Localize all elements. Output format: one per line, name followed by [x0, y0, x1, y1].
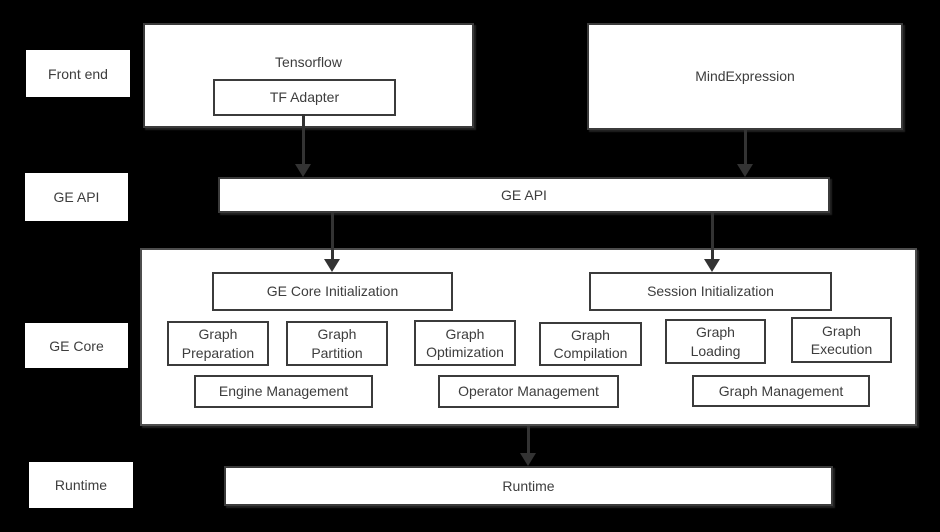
runtime-bar: Runtime	[224, 466, 833, 506]
ge-api-bar: GE API	[218, 177, 830, 213]
mind-expression-box: MindExpression	[587, 23, 903, 130]
tensorflow-box: Tensorflow TF Adapter	[143, 23, 474, 128]
layer-label-ge-core: GE Core	[25, 323, 128, 368]
arrow-ge-api-to-session-initialization-icon	[704, 213, 720, 272]
graph-execution-box: Graph Execution	[791, 317, 892, 363]
layer-label-front-end: Front end	[26, 50, 130, 97]
arrow-mind-expression-to-ge-api-icon	[737, 130, 753, 177]
arrow-tf-adapter-to-ge-api-icon	[295, 114, 311, 177]
layer-label-ge-api: GE API	[25, 173, 128, 221]
ge-core-initialization-box: GE Core Initialization	[212, 272, 453, 311]
graph-compilation-box: Graph Compilation	[539, 322, 642, 366]
layer-label-runtime: Runtime	[29, 462, 133, 508]
graph-preparation-box: Graph Preparation	[167, 321, 269, 366]
operator-management-box: Operator Management	[438, 375, 619, 408]
graph-partition-box: Graph Partition	[286, 321, 388, 366]
tensorflow-label: Tensorflow	[275, 54, 342, 70]
graph-optimization-box: Graph Optimization	[414, 320, 516, 366]
arrow-ge-core-to-runtime-icon	[520, 426, 536, 466]
tf-adapter-box: TF Adapter	[213, 79, 396, 116]
engine-management-box: Engine Management	[194, 375, 373, 408]
graph-loading-box: Graph Loading	[665, 319, 766, 364]
ge-core-container: GE Core Initialization Session Initializ…	[140, 248, 917, 426]
arrow-ge-api-to-ge-core-initialization-icon	[324, 213, 340, 272]
graph-management-box: Graph Management	[692, 375, 870, 407]
session-initialization-box: Session Initialization	[589, 272, 832, 311]
